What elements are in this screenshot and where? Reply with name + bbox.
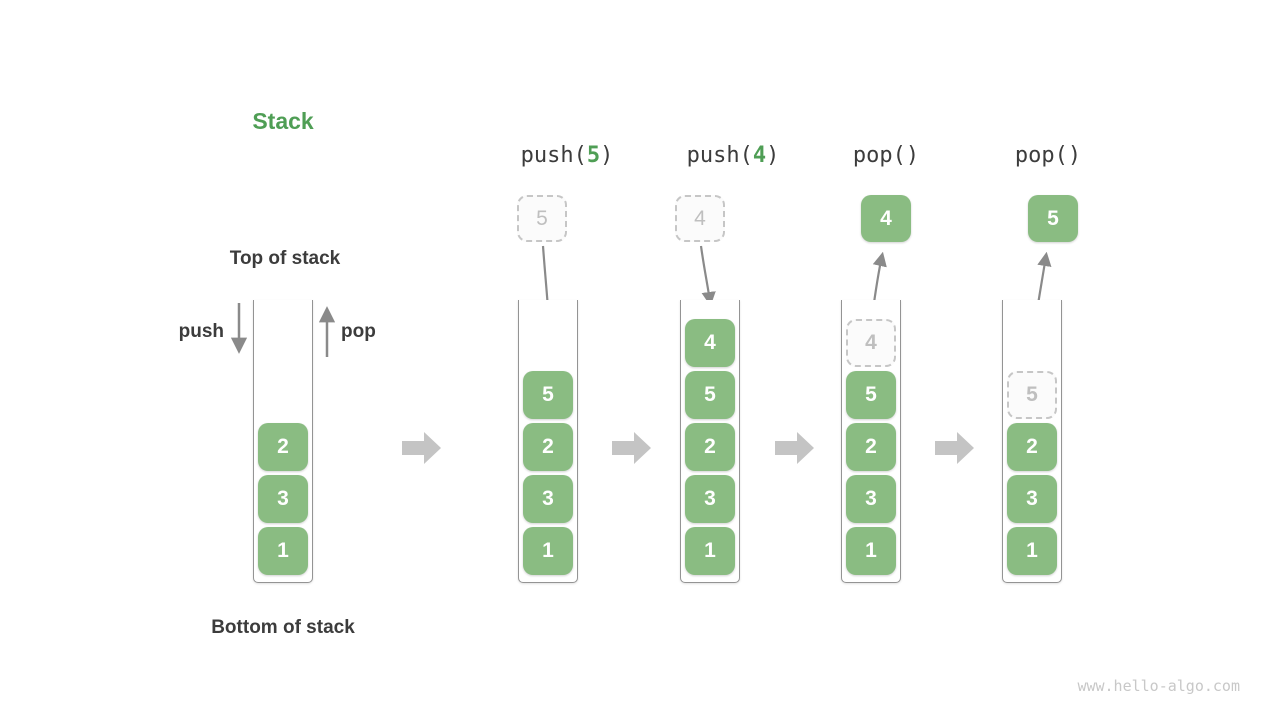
diagram-title: Stack bbox=[252, 108, 314, 134]
operation-label: push(4) bbox=[687, 142, 780, 170]
top-of-stack-label: Top of stack bbox=[229, 248, 341, 269]
push-label: push bbox=[178, 321, 224, 342]
stack-cell: 2 bbox=[685, 423, 735, 471]
stack-cell: 2 bbox=[1007, 423, 1057, 471]
stack-cell: 5 bbox=[846, 371, 896, 419]
stack-cell-ghost: 5 bbox=[1007, 371, 1057, 419]
popped-value-box: 5 bbox=[1028, 195, 1078, 242]
stack-cell: 1 bbox=[1007, 527, 1057, 575]
stack-cell: 2 bbox=[523, 423, 573, 471]
transition-arrow-icon bbox=[935, 432, 974, 464]
stack-cell: 1 bbox=[523, 527, 573, 575]
stack-cell: 2 bbox=[846, 423, 896, 471]
operation-prefix: pop( bbox=[1014, 143, 1068, 168]
stack-cell: 4 bbox=[685, 319, 735, 367]
popped-value-box: 4 bbox=[861, 195, 911, 242]
transition-arrow-icon bbox=[775, 432, 814, 464]
operation-argument: 4 bbox=[752, 143, 767, 168]
operation-label: pop() bbox=[853, 142, 919, 170]
stack-cell: 3 bbox=[1007, 475, 1057, 523]
pop-label: pop bbox=[341, 321, 376, 342]
operation-suffix: ) bbox=[766, 143, 780, 168]
operation-suffix: ) bbox=[600, 143, 614, 168]
operation-prefix: pop( bbox=[852, 143, 906, 168]
stack-cell: 1 bbox=[846, 527, 896, 575]
operation-suffix: ) bbox=[1067, 143, 1082, 168]
operation-argument: 5 bbox=[586, 143, 601, 168]
stack-cell: 3 bbox=[523, 475, 573, 523]
stack-cell: 3 bbox=[846, 475, 896, 523]
stack-cell: 5 bbox=[523, 371, 573, 419]
transition-arrow-icon bbox=[612, 432, 651, 464]
push-flow-arrow bbox=[699, 245, 716, 307]
stack-cell: 1 bbox=[258, 527, 308, 575]
pushed-value-box: 5 bbox=[517, 195, 567, 242]
operation-label: pop() bbox=[1015, 142, 1081, 170]
pushed-value-box: 4 bbox=[675, 195, 725, 242]
stack-cell: 5 bbox=[685, 371, 735, 419]
stack-cell-ghost: 4 bbox=[846, 319, 896, 367]
stack-cell: 3 bbox=[685, 475, 735, 523]
operation-suffix: ) bbox=[905, 143, 920, 168]
stack-cell: 2 bbox=[258, 423, 308, 471]
watermark: www.hello-algo.com bbox=[1077, 677, 1240, 695]
stack-cell: 3 bbox=[258, 475, 308, 523]
operation-prefix: push( bbox=[686, 143, 753, 168]
bottom-of-stack-label: Bottom of stack bbox=[211, 617, 355, 638]
transition-arrow-icon bbox=[402, 432, 441, 464]
operation-prefix: push( bbox=[520, 143, 587, 168]
stack-cell: 1 bbox=[685, 527, 735, 575]
operation-label: push(5) bbox=[521, 142, 614, 170]
